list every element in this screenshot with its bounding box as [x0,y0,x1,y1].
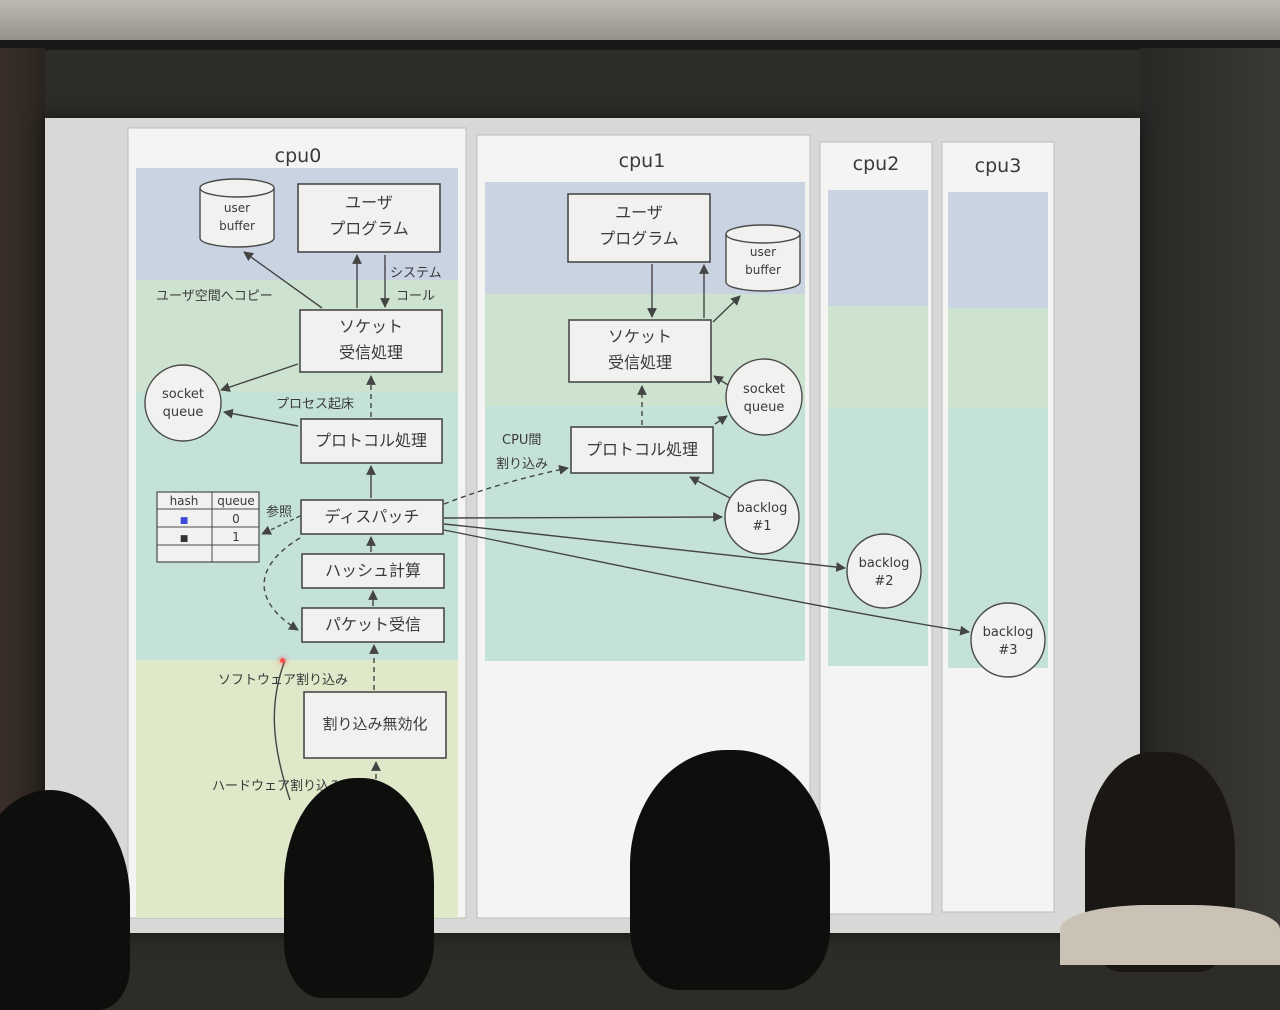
cpu0-process-wakeup-label: プロセス起床 [276,397,354,412]
cpu0-label: cpu0 [275,145,322,167]
svg-text:user: user [224,201,250,215]
svg-text:backlog: backlog [859,556,910,571]
cpu3-backlog-node: backlog #3 [970,602,1046,678]
cpu1-user-buffer-node: user buffer [725,224,801,292]
cpu0-socket-recv-node: ソケット 受信処理 [299,309,443,373]
cpu0-dispatch-node: ディスパッチ [300,499,444,535]
cpu0-hash-calc-node: ハッシュ計算 [301,553,445,589]
cpu1-socket-queue-node: socket queue [725,358,803,436]
cpu0-irq-disable-node: 割り込み無効化 [303,691,447,759]
table-row-0-queue: 0 [232,512,240,526]
ceiling-edge [0,40,1280,50]
cpu2-column: cpu2 [819,141,933,915]
cpu1-ipi-label: CPU間 [502,433,541,448]
network-receive-diagram: cpu0 cpu1 cpu2 cpu3 user buffer ユーザ プログラ… [127,127,1055,919]
cpu2-label: cpu2 [853,153,900,175]
cpu0-copy-to-user-label: ユーザ空間へコピー [156,289,273,304]
cpu1-ipi-label-2: 割り込み [496,456,548,472]
cpu2-user-band [828,190,928,306]
svg-text:プロトコル処理: プロトコル処理 [315,431,427,450]
svg-text:buffer: buffer [745,263,781,277]
svg-text:受信処理: 受信処理 [339,343,403,362]
audience-head-2 [284,778,434,998]
svg-text:#3: #3 [998,643,1017,658]
svg-text:backlog: backlog [983,625,1034,640]
cpu1-label: cpu1 [619,150,666,172]
svg-text:backlog: backlog [737,501,788,516]
cpu0-system-call-label-2: コール [396,289,435,304]
svg-text:#2: #2 [874,574,893,589]
audience-shoulders-4 [1060,905,1280,965]
svg-text:socket: socket [162,387,204,402]
cpu3-kernel-band [948,308,1048,408]
cpu0-hard-irq-label: ハードウェア割り込み [212,778,342,794]
table-header-queue: queue [217,494,255,508]
cpu0-reference-label: 参照 [266,504,292,520]
svg-text:受信処理: 受信処理 [608,353,672,372]
cpu0-protocol-node: プロトコル処理 [300,418,443,464]
table-header-hash: hash [170,494,199,508]
cpu0-user-program-node: ユーザ プログラム [297,183,441,253]
cpu0-packet-recv-node: パケット受信 [301,607,445,643]
svg-text:プログラム: プログラム [599,229,679,248]
svg-text:ソケット: ソケット [608,327,672,346]
cpu2-kernel-band [828,306,928,408]
svg-text:user: user [750,245,776,259]
svg-text:プロトコル処理: プロトコル処理 [586,440,698,459]
svg-text:ソケット: ソケット [339,317,403,336]
svg-text:ユーザ: ユーザ [345,193,393,212]
svg-text:queue: queue [163,405,204,420]
svg-text:プログラム: プログラム [329,219,409,238]
cpu2-backlog-node: backlog #2 [846,533,922,609]
cpu1-backlog-node: backlog #1 [724,479,800,555]
cpu0-user-buffer-node: user buffer [199,178,275,248]
svg-text:割り込み無効化: 割り込み無効化 [322,715,427,733]
table-row-1-queue: 1 [232,530,240,544]
cpu0-system-call-label: システム [390,266,442,281]
cpu3-label: cpu3 [975,155,1022,177]
cpu0-soft-irq-label: ソフトウェア割り込み [218,672,348,688]
cpu0-arrows [220,251,390,801]
svg-text:パケット受信: パケット受信 [325,615,421,634]
laser-pointer-dot [280,658,285,663]
cpu1-arrows [443,264,741,505]
cpu1-user-program-node: ユーザ プログラム [567,193,711,263]
svg-text:ユーザ: ユーザ [615,203,663,222]
table-row-0-hash: ■ [180,516,189,526]
svg-text:buffer: buffer [219,219,255,233]
dispatch-to-backlogs [443,512,970,636]
svg-text:socket: socket [743,382,785,397]
svg-text:#1: #1 [752,519,771,534]
cpu0-hash-table: hash queue ■ 0 ■ 1 [156,491,260,563]
cpu3-column: cpu3 [941,141,1055,913]
audience-head-3 [630,750,830,990]
svg-text:queue: queue [744,400,785,415]
cpu0-socket-queue-node: socket queue [144,364,222,442]
cpu3-user-band [948,192,1048,308]
cpu1-protocol-node: プロトコル処理 [570,426,714,474]
cpu1-socket-recv-node: ソケット 受信処理 [568,319,712,383]
svg-text:ディスパッチ: ディスパッチ [325,507,420,526]
svg-text:ハッシュ計算: ハッシュ計算 [325,561,421,580]
table-row-1-hash: ■ [180,534,189,544]
